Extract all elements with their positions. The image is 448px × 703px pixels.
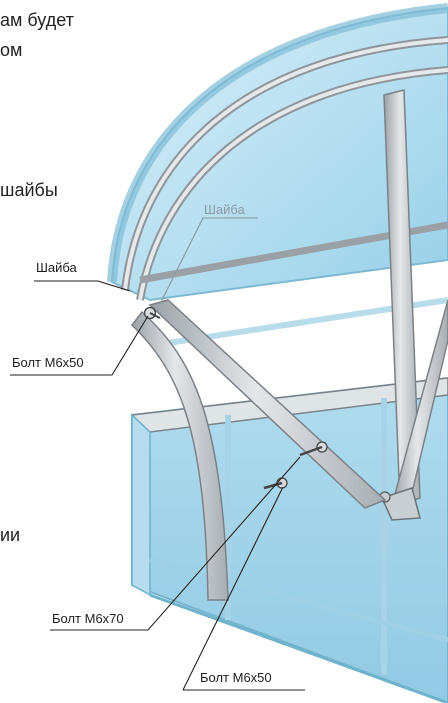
label-bolt-lower-left: Болт М6х70	[52, 611, 124, 626]
instruction-text-line-1: ам будет	[0, 10, 74, 30]
bolt-shaft-mid	[299, 445, 323, 457]
label-bolt-lower-right: Болт М6х50	[200, 670, 272, 685]
curved-leg	[130, 310, 229, 601]
leader-bolt-lower-right	[182, 486, 284, 691]
instruction-text-line-3: шайбы	[0, 180, 58, 200]
rear-post	[383, 89, 421, 507]
leader-washer-inner	[159, 217, 204, 305]
leader-bolt-top	[10, 315, 149, 376]
frame-posts	[379, 89, 448, 521]
arch-profile-outer-highlight	[123, 38, 448, 291]
post-bracket	[380, 487, 421, 521]
instruction-text-line-4: ии	[0, 525, 21, 545]
base-bottom-edge	[149, 593, 448, 703]
bolt-shaft-top	[149, 312, 161, 319]
leader-washer-outer	[34, 280, 131, 292]
instruction-text-line-2: ом	[0, 40, 23, 60]
arch-profile-inner-highlight	[138, 68, 448, 301]
label-bolt-top: Болт М6х50	[12, 355, 84, 370]
base-corner-post	[131, 413, 151, 597]
diagonal-strut	[148, 299, 387, 509]
leader-bolt-lower-left	[50, 456, 301, 631]
roof-edge	[107, 3, 448, 283]
strut	[148, 299, 387, 509]
leg-profile	[130, 310, 229, 601]
leader-lines	[10, 217, 305, 691]
bolt-shaft-low	[263, 481, 283, 490]
label-washer-outer: Шайба	[36, 260, 78, 275]
base-lower-rail	[149, 557, 448, 643]
label-washer-inner: Шайба	[204, 202, 246, 217]
